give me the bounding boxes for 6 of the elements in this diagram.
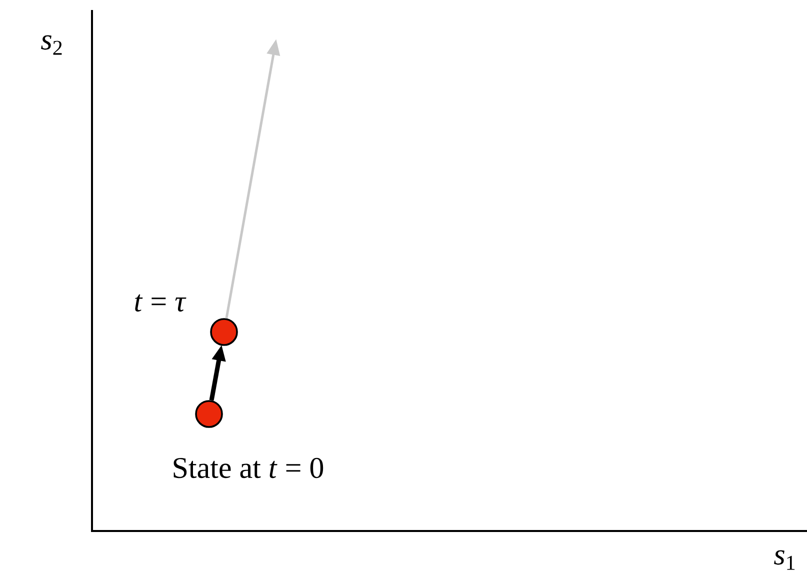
state-label: State at t = 0: [174, 458, 324, 478]
state-label: t = τ: [135, 294, 186, 312]
state-dot: [195, 400, 223, 428]
axis-label: s$_{1}$: [774, 550, 795, 570]
axis-label: s$_{2}$: [41, 35, 62, 55]
state-dot: [210, 318, 238, 346]
